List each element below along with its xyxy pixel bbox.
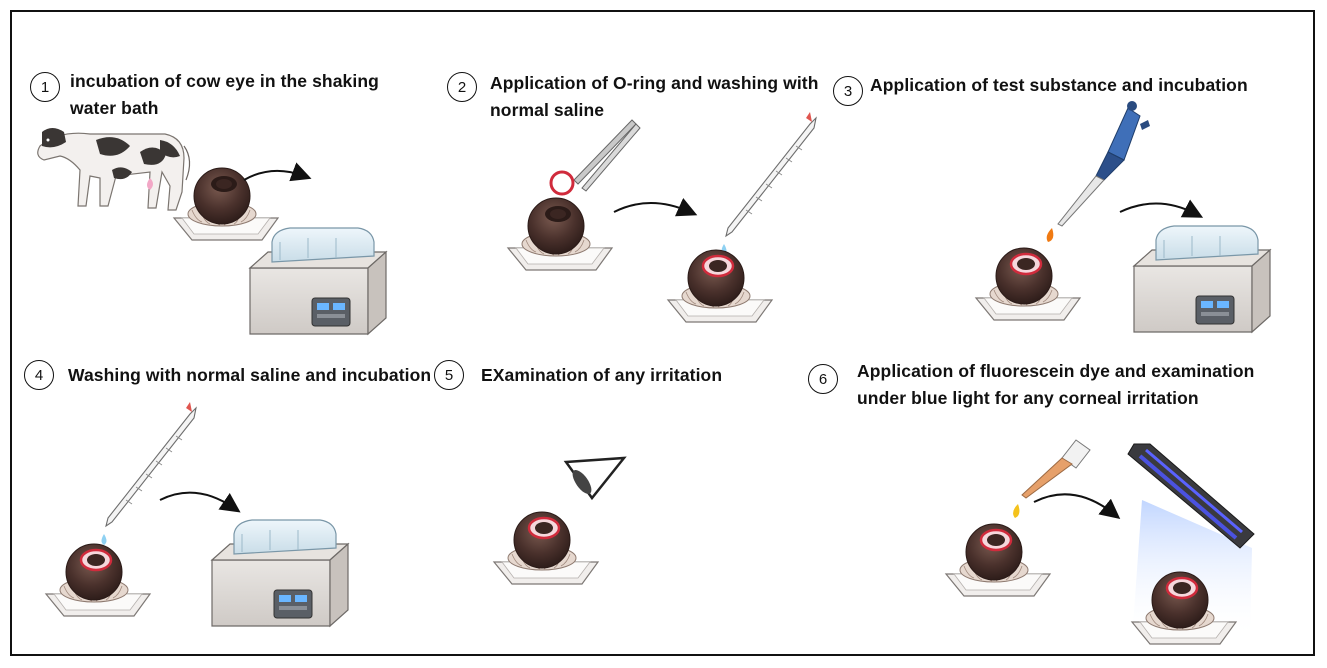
step-4-water-bath: [211, 519, 349, 627]
dropper-icon: [1021, 439, 1091, 499]
step-1-number: 1: [30, 72, 60, 102]
step-3-number: 3: [833, 76, 863, 106]
step-4-number: 4: [24, 360, 54, 390]
step-3-water-bath: [1133, 225, 1271, 333]
step-2-eye-before: [508, 198, 612, 270]
step-1-eye: [174, 168, 278, 240]
step-3-eye: [976, 248, 1080, 320]
step-4-arrow: [159, 491, 241, 513]
step-3-arrow: [1119, 199, 1204, 218]
step-4-title: Washing with normal saline and incubatio…: [68, 365, 432, 385]
o-ring-icon: [549, 170, 575, 196]
magnifier-icon: [563, 456, 627, 501]
step-3-title: Application of test substance and incuba…: [870, 75, 1248, 95]
step-2-title: Application of O-ring and washing with n…: [490, 73, 819, 120]
step-6-title: Application of fluorescein dye and exami…: [857, 361, 1255, 408]
step-1-arrow: [243, 162, 312, 182]
step-4-serological-pipette: [100, 401, 197, 546]
step-5-eye: [494, 512, 598, 584]
serological-pipette-icon: [720, 111, 817, 256]
cow-icon: [37, 128, 191, 211]
fluorescein-drop: [1013, 504, 1020, 518]
step-4-eye: [46, 544, 150, 616]
step-6-number: 6: [808, 364, 838, 394]
step-5-number: 5: [434, 360, 464, 390]
micropipette-icon: [1057, 101, 1150, 227]
step-2-eye-ringed: [668, 250, 772, 322]
step-6-eye-stained: [946, 524, 1050, 596]
figure-frame: [10, 10, 1315, 656]
step-6-arrow: [1033, 493, 1121, 519]
step-1-title: incubation of cow eye in the shaking wat…: [70, 71, 379, 118]
forceps-icon: [573, 119, 641, 192]
step-5-title: EXamination of any irritation: [481, 365, 723, 385]
test-substance-drop: [1046, 228, 1054, 242]
step-2-arrow: [613, 197, 698, 217]
step-2-number: 2: [447, 72, 477, 102]
step-1-water-bath: [249, 227, 387, 335]
